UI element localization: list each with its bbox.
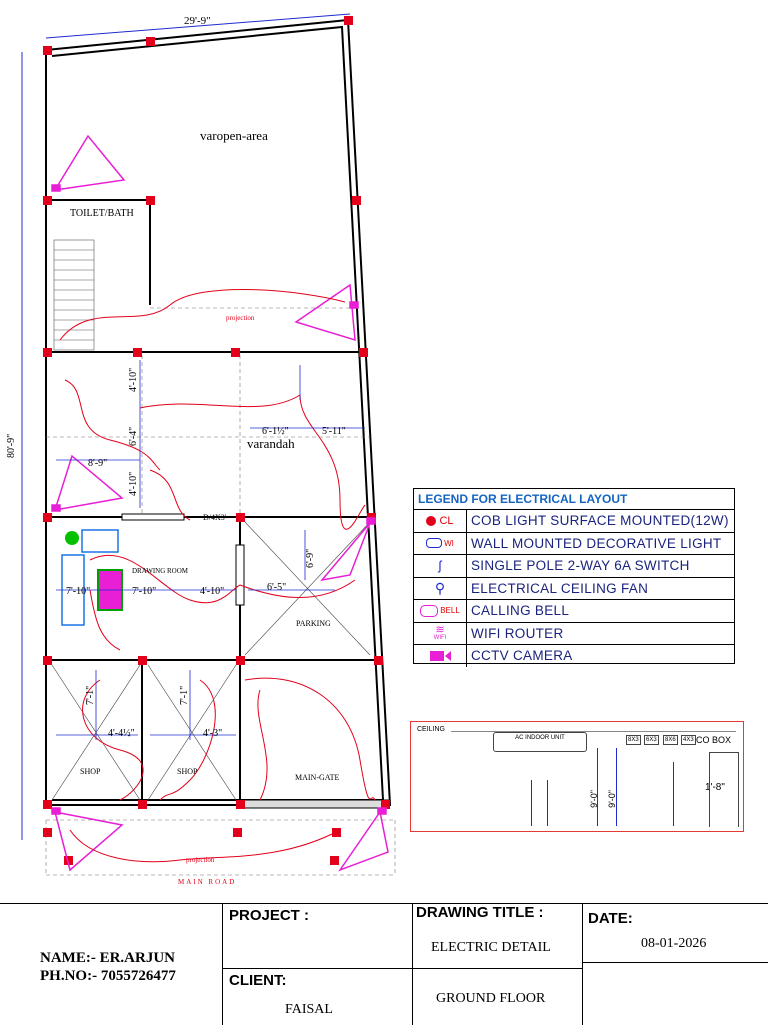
project-label: PROJECT :: [229, 907, 310, 924]
client-label: CLIENT:: [229, 972, 287, 989]
cob-light-icon: [426, 515, 437, 526]
height-3: 1'-8": [705, 782, 725, 793]
bell-icon: [420, 604, 439, 617]
label-projection-bottom: projection: [186, 856, 215, 864]
dimension-lines: [21, 13, 351, 840]
legend-row: ⚲ ELECTRICAL CEILING FAN: [414, 577, 734, 600]
ac-unit: AC INDOOR UNIT: [493, 732, 587, 752]
legend-row: WI WALL MOUNTED DECORATIVE LIGHT: [414, 532, 734, 555]
legend-tag: BELL: [440, 606, 460, 616]
cctv-icon: [429, 650, 444, 661]
title-block-hline-1: [222, 968, 412, 969]
title-block-hline-2: [412, 968, 582, 969]
label-shop-1: SHOP: [80, 767, 101, 776]
dim-14: 4'-4½": [108, 728, 135, 739]
legend-label: CALLING BELL: [471, 603, 570, 619]
ceiling-label: CEILING: [417, 726, 446, 733]
dim-3: 4'-10": [128, 472, 139, 496]
designer-phone: PH.NO:- 7055726477: [40, 968, 176, 984]
legend-label: CCTV CAMERA: [471, 648, 573, 664]
dim-11: 7'-10": [132, 586, 156, 597]
legend-title: LEGEND FOR ELECTRICAL LAYOUT: [414, 489, 734, 510]
dim-7: D/4X3': [203, 513, 227, 522]
ac-unit-label: AC INDOOR UNIT: [515, 735, 565, 741]
box-8x3: 8X3: [626, 735, 641, 745]
legend-tag: CL: [439, 514, 454, 527]
dim-1: 4'-10": [128, 368, 139, 392]
label-drawing-room: DRAWING ROOM: [132, 567, 189, 575]
drawing-title-label: DRAWING TITLE :: [416, 904, 544, 921]
co-box-label: CO BOX: [696, 735, 732, 745]
title-block-vline: [582, 904, 583, 1025]
dim-6: 5'-11": [322, 426, 346, 437]
client-value: FAISAL: [285, 1002, 333, 1017]
label-parking: PARKING: [296, 619, 331, 628]
dim-8: 6'-9": [305, 549, 316, 568]
door-frame: [709, 752, 739, 827]
floor-plan: 29'-9" 80'-9": [6, 13, 396, 886]
designer-name: NAME:- ER.ARJUN: [40, 950, 175, 966]
dim-15: 7'-1": [179, 686, 190, 705]
dim-4: 8'-9": [88, 458, 107, 469]
title-block-vline: [222, 904, 223, 1025]
wiring-drops: [411, 722, 741, 828]
legend-label: WIFI ROUTER: [471, 625, 564, 641]
height-2: 9'-0": [607, 790, 617, 808]
ac-detail-panel: CEILING AC INDOOR UNIT 8X3 6X3 8X6 4X3 C…: [410, 721, 744, 832]
ceiling-fan-icon: ⚲: [434, 579, 446, 596]
title-block-vline: [412, 904, 413, 1025]
label-open-area: varopen-area: [200, 128, 268, 143]
dim-13: 7'-1": [85, 686, 96, 705]
cctv-cameras: [51, 134, 389, 872]
legend-label: COB LIGHT SURFACE MOUNTED(12W): [471, 513, 729, 529]
legend-label: SINGLE POLE 2-WAY 6A SWITCH: [471, 558, 690, 574]
internal-dimension-lines: [56, 360, 365, 740]
box-8x6: 8X6: [663, 735, 678, 745]
dashed-guides: [45, 307, 396, 876]
legend-label: ELECTRICAL CEILING FAN: [471, 580, 649, 596]
dim-5: 6'-1½": [262, 426, 289, 437]
legend-row: CL COB LIGHT SURFACE MOUNTED(12W): [414, 510, 734, 533]
dim-width: 29'-9": [184, 15, 211, 27]
dim-16: 4'-3": [203, 728, 222, 739]
label-varandah: varandah: [247, 436, 295, 451]
legend-label: WALL MOUNTED DECORATIVE LIGHT: [471, 535, 722, 551]
furniture: [61, 529, 123, 626]
legend-tag: WI: [444, 538, 454, 548]
wifi-icon: ≋: [435, 624, 445, 637]
ceiling-line: [451, 731, 736, 732]
legend-row: ʃ SINGLE POLE 2-WAY 6A SWITCH: [414, 555, 734, 578]
label-shop-2: SHOP: [177, 767, 198, 776]
legend-row: CCTV CAMERA: [414, 645, 734, 667]
height-1: 9'-0": [589, 790, 599, 808]
electrical-legend: LEGEND FOR ELECTRICAL LAYOUT CL COB LIGH…: [413, 488, 735, 667]
staircase: [53, 239, 95, 351]
dim-2: 6'-4": [128, 427, 139, 446]
wall-light-icon: [426, 538, 443, 549]
floor-value: GROUND FLOOR: [436, 991, 546, 1006]
label-main-gate: MAIN-GATE: [295, 773, 340, 782]
dim-height: 80'-9": [6, 434, 17, 458]
label-projection-top: projection: [226, 314, 255, 322]
columns: [43, 16, 390, 865]
date-value: 08-01-2026: [641, 936, 707, 951]
legend-row: ≋WIFI WIFI ROUTER: [414, 622, 734, 645]
drawing-title-value: ELECTRIC DETAIL: [431, 940, 551, 955]
dim-12: 4'-10": [200, 586, 224, 597]
wiring: [59, 289, 376, 863]
title-block-hline-3: [582, 962, 768, 963]
legend-row: BELL CALLING BELL: [414, 600, 734, 623]
switch-icon: ʃ: [438, 558, 442, 574]
box-4x3: 4X3: [681, 735, 696, 745]
title-block: NAME:- ER.ARJUN PH.NO:- 7055726477 PROJE…: [0, 903, 768, 1025]
dim-10: 7'-10": [66, 586, 90, 597]
label-toilet: TOILET/BATH: [70, 208, 134, 219]
box-6x3: 6X3: [644, 735, 659, 745]
label-main-road: MAIN ROAD: [178, 878, 236, 886]
dim-9: 6'-5": [267, 582, 286, 593]
date-label: DATE:: [588, 910, 633, 927]
legend-tag: WIFI: [433, 635, 447, 642]
